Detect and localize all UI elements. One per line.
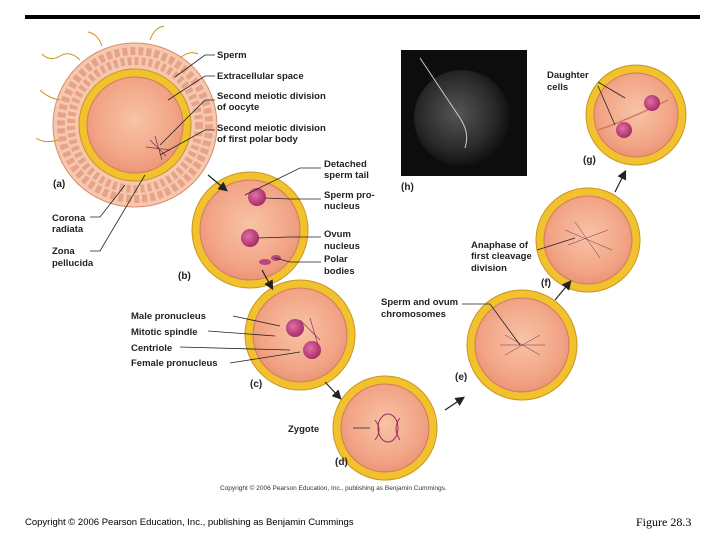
sperm-pronucleus [248,188,266,206]
male-pronucleus [286,319,304,337]
panel-label-h: (h) [401,182,414,193]
oocyte-cytoplasm [86,76,184,174]
label-male-pronucleus: Male pronucleus [131,311,206,322]
label-zona-line1: Zona [52,246,75,257]
top-rule [25,15,700,19]
panel-label-a: (a) [53,179,65,190]
label-centriole: Centriole [131,343,172,354]
panel-g-daughter-cells [585,64,687,166]
panel-label-e: (e) [455,372,467,383]
label-sperm-ovum-chrom-line2: chromosomes [381,309,446,320]
panel-e-cell [466,289,578,401]
mitotic-spindle [299,317,321,346]
label-sperm-pronucleus-line2: nucleus [324,201,360,212]
label-second-meiotic-oocyte-line1: Second meiotic division [217,91,326,102]
label-daughter-line1: Daughter [547,70,589,81]
sperm-cells [35,25,199,143]
label-second-meiotic-polar-line2: of first polar body [217,134,298,145]
panel-label-g: (g) [583,155,596,166]
panel-f-cell [535,187,641,293]
female-pronucleus [303,341,321,359]
label-polar-bodies-line1: Polar [324,254,348,265]
label-extracellular-space: Extracellular space [217,71,304,82]
label-detached-tail-line1: Detached [324,159,367,170]
label-zona-line2: pellucida [52,258,94,269]
label-polar-bodies-line2: bodies [324,266,355,277]
label-sperm-ovum-chrom-line1: Sperm and ovum [381,297,458,308]
label-ovum-nucleus-line1: Ovum [324,229,351,240]
figure-number: Figure 28.3 [636,515,692,529]
panel-label-f: (f) [541,278,551,289]
panel-label-d: (d) [335,457,348,468]
label-sperm: Sperm [217,50,247,61]
label-daughter-line2: cells [547,82,568,93]
ovum-nucleus [241,229,259,247]
label-female-pronucleus: Female pronucleus [131,358,218,369]
label-second-meiotic-polar-line1: Second meiotic division [217,123,326,134]
panel-d-zygote [332,375,438,481]
label-zygote: Zygote [288,424,319,435]
panel-h-micrograph [401,50,527,176]
image-copyright: Copyright © 2006 Pearson Education, Inc.… [220,484,447,492]
label-anaphase-line1: Anaphase of [471,240,529,251]
stage-arrows [207,169,627,411]
panel-label-c: (c) [250,379,262,390]
leader-lines [90,54,626,429]
label-detached-tail-line2: sperm tail [324,170,369,181]
label-sperm-pronucleus-line1: Sperm pro- [324,190,375,201]
label-second-meiotic-oocyte-line2: of oocyte [217,102,259,113]
label-anaphase-line3: division [471,263,507,274]
label-corona-line1: Corona [52,213,86,224]
label-anaphase-line2: first cleavage [471,251,532,262]
label-corona-line2: radiata [52,224,84,235]
panel-c-cell [244,279,356,391]
label-mitotic-spindle: Mitotic spindle [131,327,198,338]
footer-copyright: Copyright © 2006 Pearson Education, Inc.… [25,517,354,528]
panel-a-oocyte [35,25,218,208]
label-ovum-nucleus-line2: nucleus [324,241,360,252]
panel-b-cell [191,171,309,289]
panel-label-b: (b) [178,271,191,282]
